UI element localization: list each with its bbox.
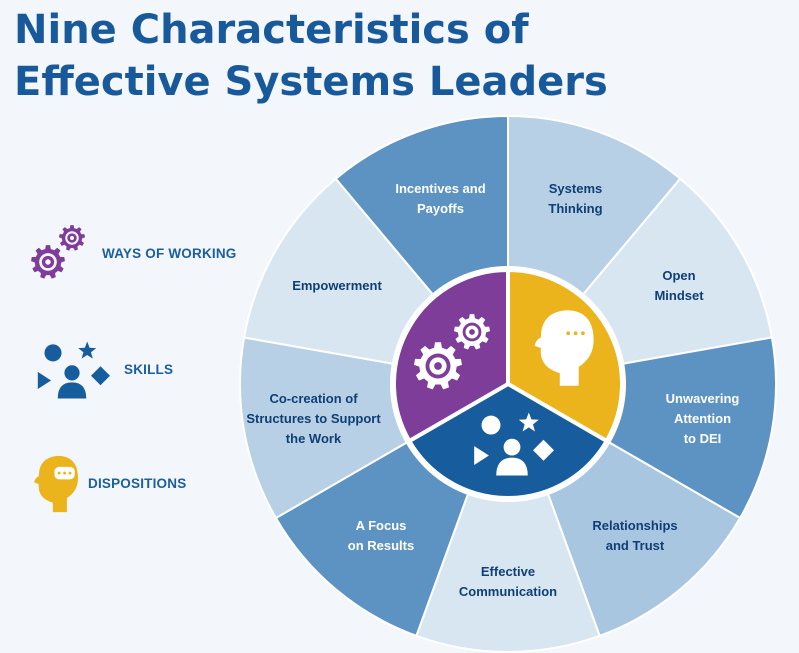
segment-label: Unwavering [666,391,740,406]
segment-label: Systems [549,181,602,196]
segment-label: Incentives and [395,181,485,196]
legend-label-ways: WAYS OF WORKING [102,245,237,261]
segment-label: Payoffs [417,201,464,216]
legend-dispositions: DISPOSITIONS [30,450,186,516]
segment-label: on Results [348,538,414,553]
segment-label: Open [662,268,695,283]
center-skills-icon [474,412,554,476]
segment-label: to DEI [684,431,722,446]
segment-label: A Focus [356,518,407,533]
segment-label: the Work [286,431,342,446]
title-line-1: Nine Characteristics of [14,7,529,53]
legend-skills: SKILLS [32,336,173,402]
segment-label: Co-creation of [269,391,358,406]
segment-label: Empowerment [292,278,382,293]
center-head-icon [534,310,594,386]
shapes-person-icon [37,341,110,399]
segment-label: Communication [459,584,557,599]
gears-icon [31,225,85,279]
segment-label: Mindset [654,288,704,303]
legend-label-skills: SKILLS [124,361,174,377]
segment-label: Effective [481,564,535,579]
segment-label: Relationships [592,518,677,533]
legend-label-dispositions: DISPOSITIONS [88,475,187,491]
segment-label: Attention [674,411,731,426]
center-gears-icon [414,314,490,390]
segment-label: Thinking [548,201,602,216]
title-line-2: Effective Systems Leaders [14,59,608,105]
segment-label: Structures to Support [246,411,381,426]
page-title: Nine Characteristics of Effective System… [14,4,608,108]
segment-label: and Trust [606,538,665,553]
head-thought-icon [34,455,79,513]
legend-ways-of-working: WAYS OF WORKING [26,220,237,286]
